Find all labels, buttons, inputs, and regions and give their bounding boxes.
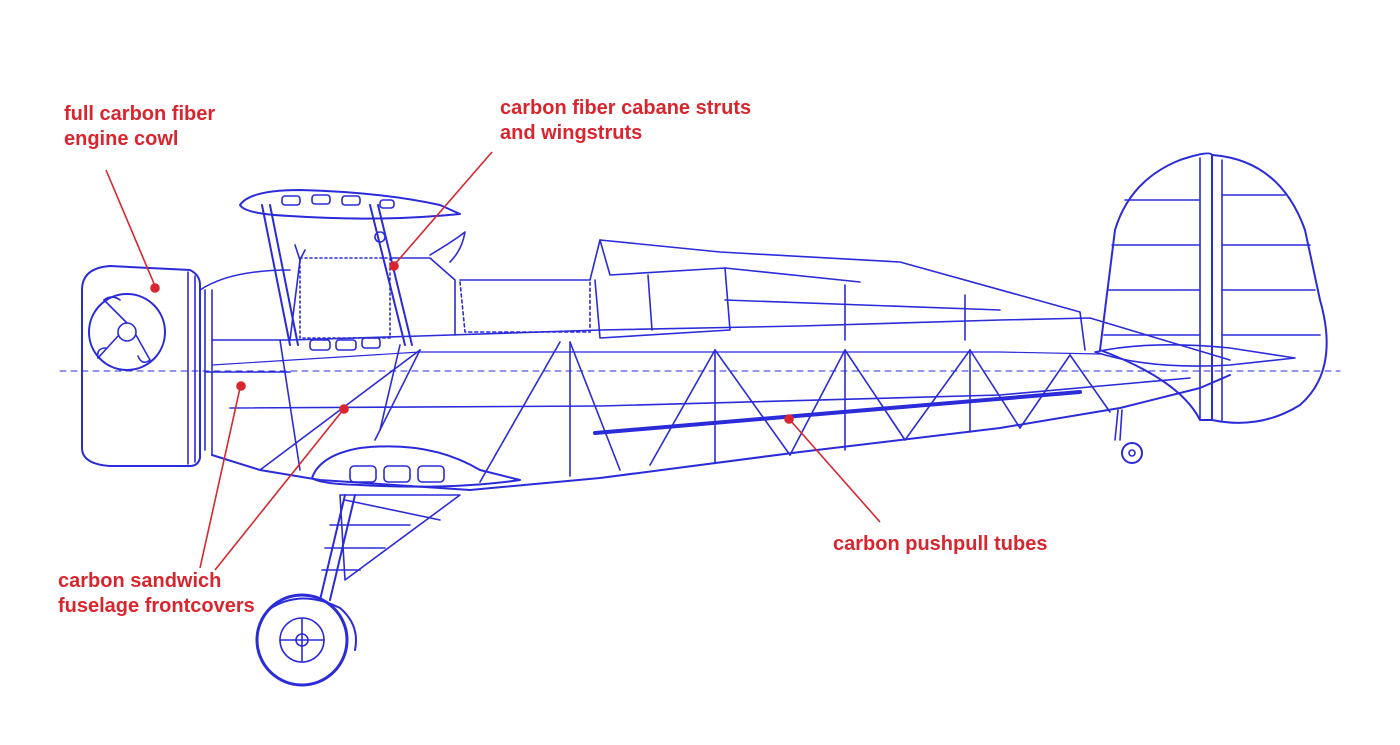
annotation-line: and wingstruts	[500, 122, 643, 144]
marker-cowl	[150, 283, 160, 293]
annotation-line: full carbon fiber	[64, 103, 216, 125]
upper-wing	[239, 189, 466, 263]
marker-cabane	[389, 261, 399, 271]
annotation-line: carbon sandwich	[58, 570, 222, 592]
firewall	[199, 269, 291, 456]
tail-fin	[1099, 152, 1213, 421]
marker-pushpull	[784, 414, 794, 424]
leader-cowl	[105, 169, 156, 287]
annotation-line: fuselage frontcovers	[58, 595, 255, 617]
annotation-engine-cowl: full carbon fiber engine cowl	[64, 102, 215, 152]
annotation-line: carbon pushpull tubes	[833, 533, 1048, 555]
leader-pushpull	[789, 419, 881, 523]
cabane-struts	[261, 204, 456, 351]
marker-covers-1	[236, 381, 246, 391]
pushpull-tube	[593, 390, 1082, 435]
upper-fuselage	[459, 239, 1086, 351]
leader-covers-2	[214, 409, 344, 571]
annotation-pushpull-tubes: carbon pushpull tubes	[833, 532, 1047, 557]
tail-wheel	[1114, 409, 1143, 464]
annotation-line: engine cowl	[64, 128, 179, 150]
rudder	[1211, 154, 1328, 424]
leader-covers-1	[199, 387, 241, 569]
annotation-fuselage-frontcovers: carbon sandwich fuselage frontcovers	[58, 569, 255, 619]
main-wheel	[255, 593, 349, 687]
marker-covers-2	[339, 404, 349, 414]
annotation-cabane-struts: carbon fiber cabane struts and wingstrut…	[500, 96, 751, 146]
landing-gear	[267, 494, 461, 651]
horizontal-stabilizer	[1094, 344, 1296, 367]
fuselage	[211, 317, 1231, 491]
lower-wing	[311, 445, 521, 488]
engine-cowl	[81, 265, 201, 467]
leader-cabane	[394, 151, 493, 265]
annotation-line: carbon fiber cabane struts	[500, 97, 752, 119]
